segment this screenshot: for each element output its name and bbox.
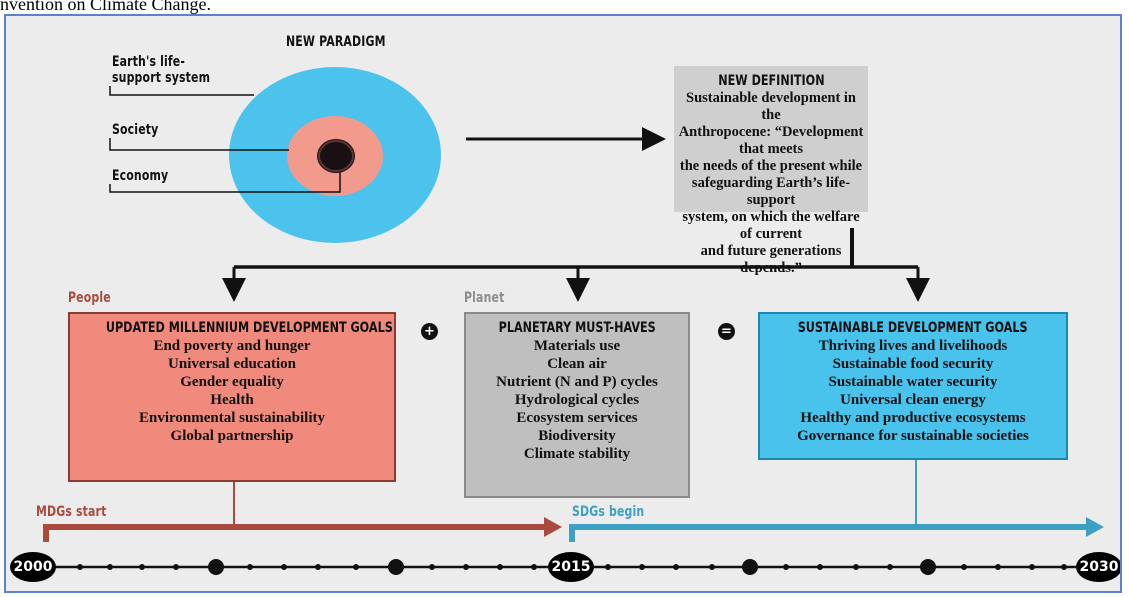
definition-line: Anthropocene: “Development that meets bbox=[678, 124, 864, 157]
economy-core bbox=[317, 139, 355, 173]
leader-economy bbox=[109, 172, 341, 193]
mdg-box: UPDATED MILLENNIUM DEVELOPMENT GOALS End… bbox=[68, 312, 396, 482]
definition-title: NEW DEFINITION bbox=[717, 73, 825, 89]
sdg-box: SUSTAINABLE DEVELOPMENT GOALS Thriving l… bbox=[758, 312, 1068, 460]
planetary-item: Nutrient (N and P) cycles bbox=[496, 374, 658, 390]
plus-operator: + bbox=[421, 323, 438, 340]
planetary-item: Materials use bbox=[533, 338, 621, 354]
year-2015: 2015 bbox=[548, 552, 594, 582]
label-economy: Economy bbox=[112, 168, 169, 184]
mdg-item: Universal education bbox=[168, 356, 296, 372]
planetary-title: PLANETARY MUST-HAVES bbox=[498, 320, 656, 336]
leader-earth bbox=[109, 86, 254, 96]
page-caption: nvention on Climate Change. bbox=[0, 0, 211, 14]
mdg-item: Global partnership bbox=[170, 428, 294, 444]
mdg-item: Health bbox=[210, 392, 254, 408]
timeline-dots bbox=[77, 559, 1067, 575]
sdg-item: Governance for sustainable societies bbox=[797, 428, 1029, 444]
mdg-title: UPDATED MILLENNIUM DEVELOPMENT GOALS bbox=[105, 320, 393, 336]
label-society: Society bbox=[112, 122, 159, 138]
sdg-timeline-bar bbox=[569, 524, 1088, 542]
mdg-timeline-bar bbox=[43, 524, 546, 542]
mdg-item: Environmental sustainability bbox=[138, 410, 325, 426]
label-earth-life: Earth's life- bbox=[112, 54, 186, 70]
paradigm-title: NEW PARADIGM bbox=[286, 34, 386, 50]
mdg-item: Gender equality bbox=[180, 374, 284, 390]
leader-society bbox=[109, 138, 289, 151]
sdg-item: Sustainable food security bbox=[832, 356, 994, 372]
mdgs-start-label: MDGs start bbox=[36, 504, 107, 520]
column-label-planet: Planet bbox=[464, 290, 505, 306]
year-2030: 2030 bbox=[1076, 552, 1120, 582]
definition-line: the needs of the present while bbox=[679, 158, 863, 174]
diagram-panel: NEW PARADIGM Earth's life- support syste… bbox=[4, 14, 1122, 593]
definition-line: Sustainable development in the bbox=[686, 90, 856, 123]
sdg-item: Universal clean energy bbox=[840, 392, 986, 408]
planetary-item: Hydrological cycles bbox=[514, 392, 640, 408]
sdg-item: Sustainable water security bbox=[828, 374, 998, 390]
label-support-system: support system bbox=[112, 70, 211, 86]
sdg-title: SUSTAINABLE DEVELOPMENT GOALS bbox=[798, 320, 1028, 336]
new-definition-box: NEW DEFINITION Sustainable development i… bbox=[674, 66, 868, 276]
sdg-item: Thriving lives and livelihoods bbox=[818, 338, 1008, 354]
column-label-people: People bbox=[68, 290, 111, 306]
definition-line: safeguarding Earth’s life-support bbox=[691, 175, 851, 208]
diagram-graphics bbox=[43, 67, 1104, 575]
sdg-item: Healthy and productive ecosystems bbox=[800, 410, 1026, 426]
planetary-item: Ecosystem services bbox=[516, 410, 638, 426]
planetary-item: Biodiversity bbox=[538, 428, 616, 444]
sdgs-begin-label: SDGs begin bbox=[572, 504, 645, 520]
definition-line: and future generations depends.” bbox=[700, 243, 842, 276]
definition-line: system, on which the welfare of current bbox=[682, 209, 860, 242]
equals-operator: = bbox=[718, 323, 735, 340]
mdg-item: End poverty and hunger bbox=[153, 338, 311, 354]
planetary-item: Clean air bbox=[547, 356, 607, 372]
year-2000: 2000 bbox=[10, 552, 56, 582]
planetary-item: Climate stability bbox=[523, 446, 631, 462]
planetary-box: PLANETARY MUST-HAVES Materials use Clean… bbox=[464, 312, 690, 498]
